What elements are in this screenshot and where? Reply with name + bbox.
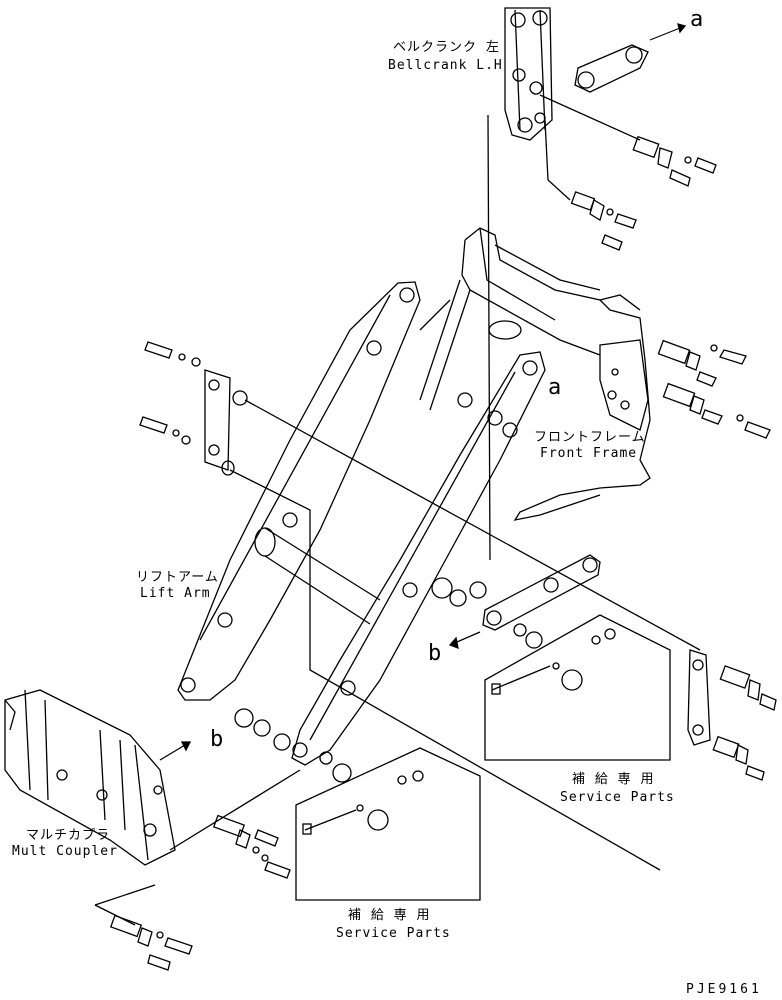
front-frame-label-en: Front Frame: [540, 446, 638, 461]
left-plate: [204, 369, 231, 471]
pin-group-3: [109, 814, 291, 971]
ref-a-frame: a: [548, 375, 563, 400]
service-parts-right-en: Service Parts: [560, 790, 675, 805]
pin-group-2: [657, 339, 771, 439]
service-parts-right-jp: 補 給 専 用: [572, 772, 655, 787]
ref-b-right: b: [428, 641, 443, 666]
pin-group-1: [570, 135, 717, 251]
service-parts-bottom-en: Service Parts: [336, 926, 451, 941]
lift-arm-label-jp: リフトアーム: [136, 570, 219, 585]
drawing-number: PJE9161: [686, 982, 762, 997]
service-box-bottom: [295, 747, 481, 901]
cross-tube: [254, 527, 381, 625]
mult-coupler-label-en: Mult Coupler: [12, 844, 118, 859]
service-box-right: [484, 614, 671, 761]
ref-b-left: b: [210, 727, 225, 752]
service-parts-bottom-jp: 補 給 専 用: [348, 908, 431, 923]
lift-arm-right: [291, 351, 546, 766]
bottom-link: [482, 554, 601, 631]
bellcrank: [504, 7, 553, 141]
mult-coupler: [4, 689, 176, 866]
mult-coupler-label-jp: マルチカプラ: [26, 828, 111, 843]
lift-arm-left: [177, 281, 421, 701]
lift-arm-label-en: Lift Arm: [140, 586, 211, 601]
front-frame-label-jp: フロントフレーム: [534, 430, 646, 445]
ref-a-top: a: [690, 7, 705, 32]
right-plate: [687, 649, 777, 781]
bolts-left: [139, 341, 248, 476]
bellcrank-label-en: Bellcrank L.H: [388, 58, 503, 73]
front-frame: [419, 227, 651, 521]
top-link: [574, 44, 649, 93]
bellcrank-label-jp: ベルクランク 左: [393, 40, 500, 55]
